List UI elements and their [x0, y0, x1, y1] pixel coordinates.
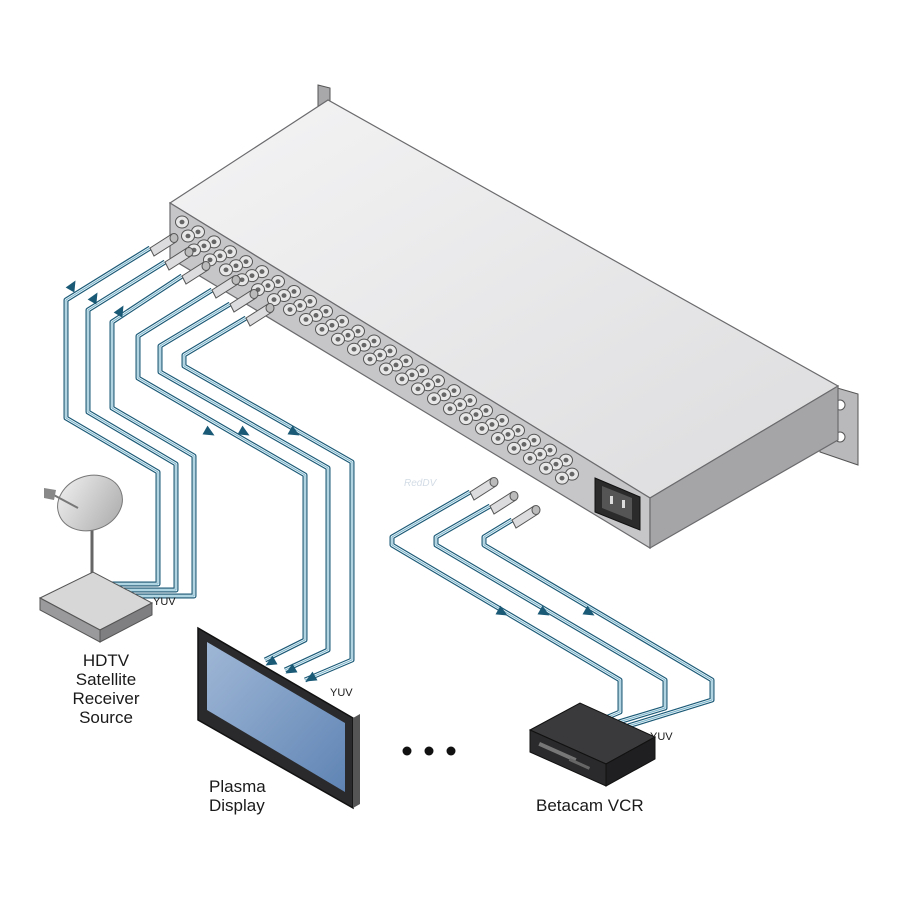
- bnc-plug: [181, 261, 211, 285]
- bnc-plug: [469, 477, 499, 501]
- display-label: Plasma Display: [209, 777, 266, 815]
- bnc-connector: [459, 412, 473, 426]
- cable: [181, 315, 355, 683]
- bnc-connector: [219, 263, 233, 277]
- betacam-vcr: [528, 702, 657, 787]
- cable: [389, 489, 623, 725]
- arrow-icon: [237, 425, 250, 436]
- bnc-connector: [181, 229, 195, 243]
- arrow-icon: [537, 605, 550, 616]
- source-label-line: Satellite: [75, 670, 137, 689]
- source-label: HDTV Satellite Receiver Source: [56, 651, 156, 727]
- source-label-line: Source: [79, 708, 133, 727]
- bnc-connector: [379, 362, 393, 376]
- bnc-plug: [149, 233, 179, 257]
- bnc-connector: [395, 372, 409, 386]
- more-devices-ellipsis: [402, 746, 456, 756]
- display-label-line: Display: [209, 796, 265, 815]
- power-inlet: [594, 477, 641, 531]
- arrow-icon: [65, 280, 76, 293]
- source-label-line: HDTV: [82, 651, 130, 670]
- bnc-plug: [511, 505, 541, 529]
- arrow-icon: [305, 671, 318, 682]
- chassis-side: [649, 384, 839, 550]
- bnc-connector: [347, 342, 361, 356]
- bnc-plug: [245, 303, 275, 327]
- bnc-connector: [331, 332, 345, 346]
- vcr-signal-label: YUV: [650, 731, 673, 743]
- cable: [109, 273, 197, 599]
- bnc-connector: [363, 352, 377, 366]
- bnc-connector: [555, 471, 569, 485]
- satellite-dish-icon: [44, 474, 123, 585]
- bnc-connector: [427, 392, 441, 406]
- arrow-icon: [265, 655, 278, 666]
- cable: [63, 245, 161, 587]
- arrow-icon: [113, 305, 124, 318]
- bnc-connector-grid: [175, 215, 579, 485]
- bnc-plug: [211, 275, 241, 299]
- bnc-connector: [443, 402, 457, 416]
- arrow-icon: [287, 425, 300, 436]
- cable: [135, 287, 308, 663]
- bnc-connector: [299, 312, 313, 326]
- bnc-connector: [411, 382, 425, 396]
- switcher-chassis: [168, 84, 859, 550]
- arrow-icon: [582, 605, 595, 616]
- display-signal-label: YUV: [330, 687, 353, 699]
- bnc-plug: [164, 247, 194, 271]
- bnc-connector: [267, 293, 281, 307]
- plasma-display: [197, 626, 360, 810]
- cable: [481, 517, 715, 729]
- cable: [157, 301, 331, 673]
- arrow-icon: [202, 425, 215, 436]
- cables: [63, 233, 715, 729]
- bnc-connector: [539, 461, 553, 475]
- source-signal-label: YUV: [153, 596, 176, 608]
- source-label-line: Receiver: [72, 689, 140, 708]
- bnc-connector: [523, 451, 537, 465]
- bnc-connector: [175, 215, 189, 229]
- bnc-connector: [507, 441, 521, 455]
- vcr-label: Betacam VCR: [536, 796, 644, 815]
- arrow-icon: [87, 292, 98, 305]
- bnc-plug: [489, 491, 519, 515]
- bnc-connector: [491, 431, 505, 445]
- arrow-icon: [285, 663, 298, 674]
- arrow-icon: [495, 605, 508, 616]
- bnc-connector: [283, 303, 297, 317]
- display-label-line: Plasma: [209, 777, 266, 796]
- plasma-screen: [207, 642, 345, 792]
- bnc-connector: [475, 422, 489, 436]
- watermark: RedDV: [404, 478, 437, 489]
- cable: [85, 259, 179, 593]
- bnc-connector: [315, 322, 329, 336]
- hdtv-satellite-receiver: [38, 571, 154, 643]
- bnc-plug: [229, 289, 259, 313]
- cable: [433, 503, 668, 727]
